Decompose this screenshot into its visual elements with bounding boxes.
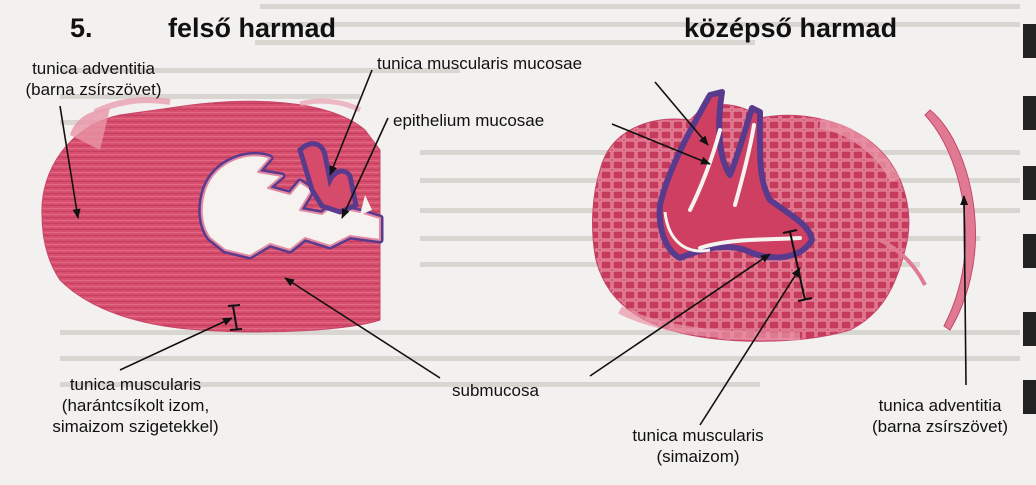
label-middle-adventitia: tunica adventitia (barna zsírszövet) (855, 395, 1025, 437)
pointer-middle-muscularis (699, 267, 801, 426)
pointer-middle-epithelium (611, 123, 711, 165)
page-tab (1023, 166, 1036, 200)
page-tab (1023, 234, 1036, 268)
page-tab (1023, 312, 1036, 346)
pointer-middle-submucosa (589, 253, 771, 377)
label-line: simaizom szigetekkel) (52, 417, 219, 436)
label-line: (harántcsíkolt izom, (61, 396, 210, 415)
pointer-upper-adventitia (59, 105, 81, 219)
label-upper-adventitia: tunica adventitia (barna zsírszövet) (6, 58, 181, 100)
label-epithelium: epithelium mucosae (393, 111, 545, 130)
pointer-upper-musc-mucosae (329, 69, 373, 176)
page-tab (1023, 24, 1036, 58)
label-upper-muscularis: tunica muscularis (harántcsíkolt izom, s… (8, 374, 263, 437)
pointer-middle-adventitia (960, 195, 969, 386)
upper-third-section (41, 97, 384, 333)
pointer-upper-submucosa (284, 277, 441, 379)
pointer-upper-epithelium (341, 117, 389, 219)
page-tab (1023, 380, 1036, 414)
pointer-upper-muscularis (119, 317, 233, 371)
heading-upper-third: felső harmad (168, 13, 337, 43)
label-line: (simaizom) (656, 447, 740, 466)
pointer-middle-musc-mucosae (654, 81, 709, 146)
label-submucosa: submucosa (452, 381, 539, 400)
heading-middle-third: középső harmad (684, 13, 898, 43)
label-line: tunica adventitia (878, 396, 1002, 415)
figure-number: 5. (70, 13, 93, 43)
layer-brackets (227, 229, 813, 331)
label-middle-muscularis: tunica muscularis (simaizom) (598, 425, 798, 467)
label-musc-mucosae: tunica muscularis mucosae (377, 54, 583, 73)
page-tab (1023, 96, 1036, 130)
label-line: tunica muscularis (69, 375, 202, 394)
label-line: (barna zsírszövet) (871, 417, 1009, 436)
label-line: (barna zsírszövet) (25, 80, 162, 99)
label-line: tunica muscularis (632, 426, 764, 445)
label-line: tunica adventitia (32, 59, 155, 78)
